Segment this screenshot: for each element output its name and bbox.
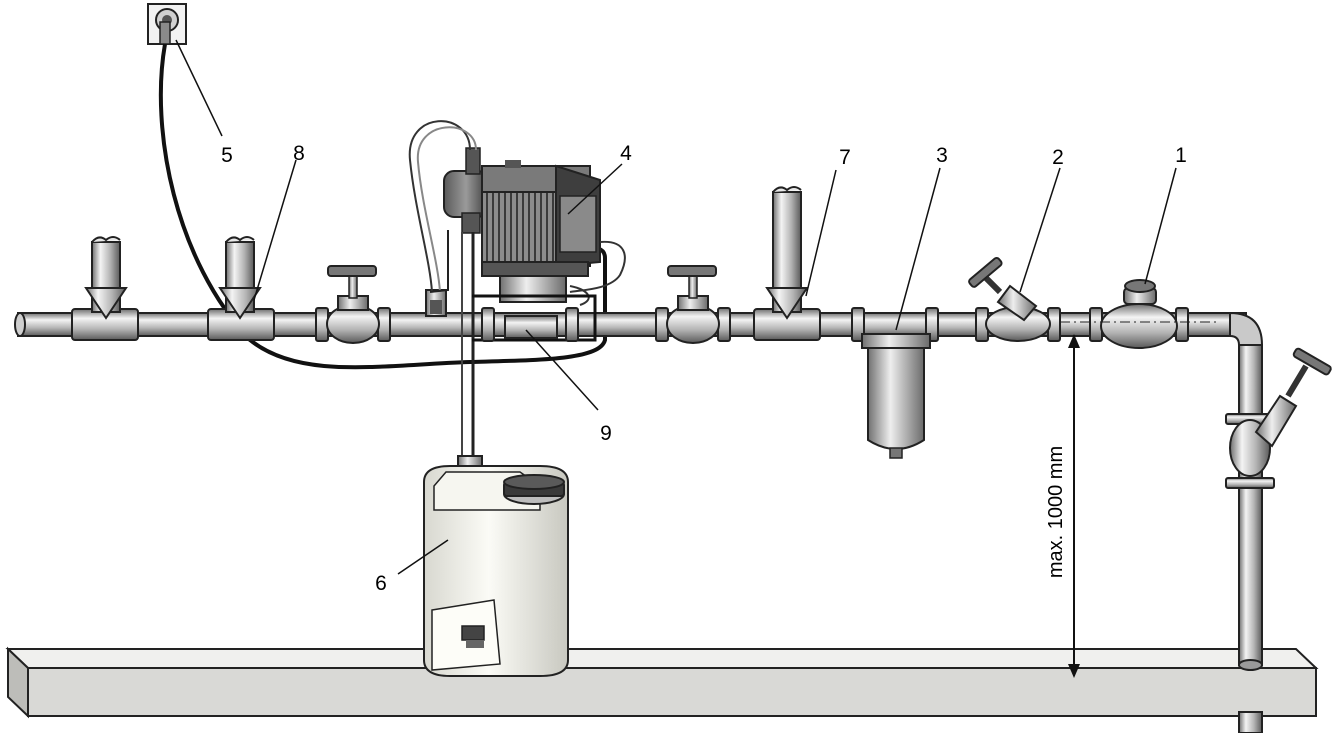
contact-water-meter-9 xyxy=(481,307,579,342)
callout-2: 2 xyxy=(1052,146,1064,169)
callout-8: 8 xyxy=(293,142,305,165)
filter-3 xyxy=(851,307,939,459)
tee-fitting-7 xyxy=(753,186,821,341)
discharge-hose xyxy=(408,120,471,293)
callout-1: 1 xyxy=(1175,144,1187,167)
dosing-tank-6 xyxy=(423,455,569,677)
main-pipe xyxy=(17,312,1247,337)
callout-7: 7 xyxy=(839,146,851,169)
water-meter-1 xyxy=(1060,279,1216,349)
handwheel-icon[interactable] xyxy=(968,256,1003,288)
shutoff-valve-right xyxy=(655,265,731,344)
backflow-preventer-2 xyxy=(968,256,1061,342)
vertical-pipe xyxy=(1238,344,1263,666)
tee-fitting-8 xyxy=(207,236,275,341)
dosing-pump xyxy=(443,147,626,306)
handwheel-icon[interactable] xyxy=(327,265,377,277)
handwheel-icon[interactable] xyxy=(667,265,717,277)
callout-9: 9 xyxy=(600,422,612,445)
callout-4: 4 xyxy=(620,142,632,165)
injection-fitting xyxy=(425,289,447,317)
tee-fitting-left xyxy=(71,236,139,341)
wall-socket xyxy=(147,3,187,45)
callout-5: 5 xyxy=(221,144,233,167)
height-dimension: max. 1000 mm xyxy=(1045,334,1080,678)
callout-6: 6 xyxy=(375,572,387,595)
leader-lines xyxy=(175,39,1177,575)
handwheel-icon[interactable] xyxy=(1292,347,1332,376)
shutoff-valve-left xyxy=(315,265,391,344)
drain-valve xyxy=(1225,347,1332,489)
dimension-label: max. 1000 mm xyxy=(1045,446,1067,578)
floor-shelf xyxy=(5,646,1319,719)
callout-3: 3 xyxy=(936,144,948,167)
